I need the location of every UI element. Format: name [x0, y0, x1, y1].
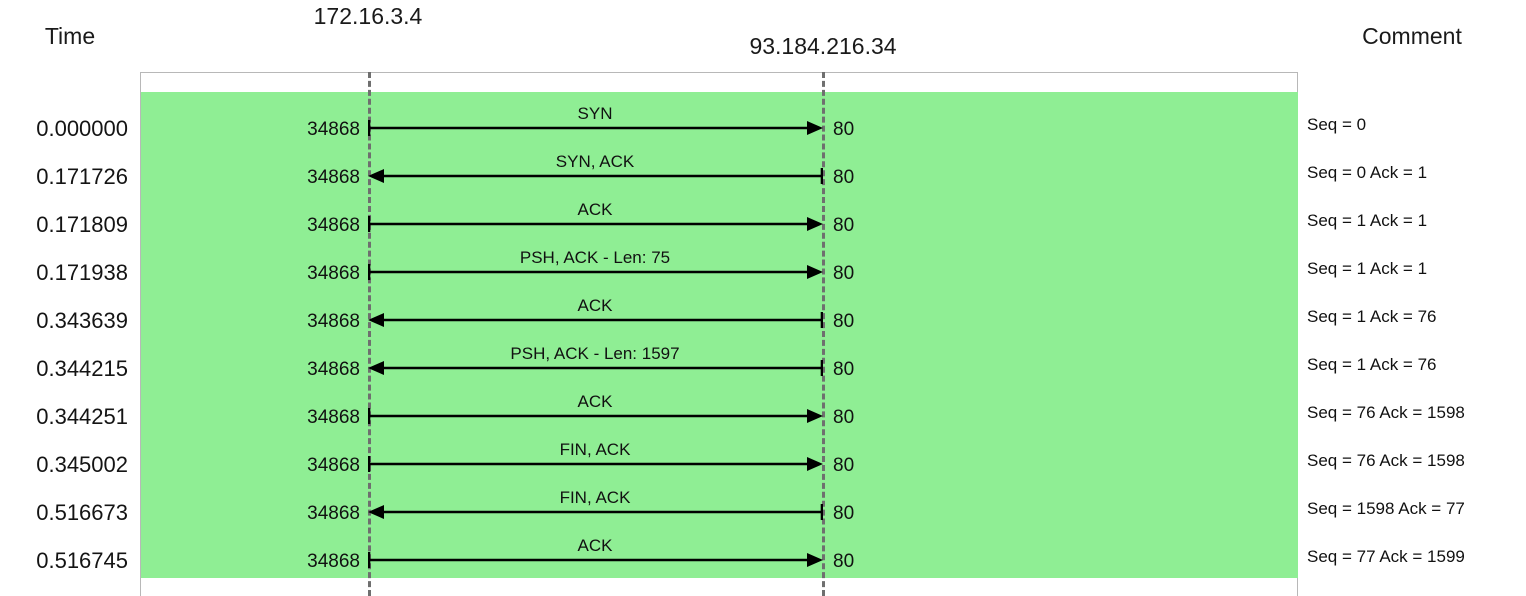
- packet-time: 0.343639: [36, 308, 128, 333]
- packet-flag-label: ACK: [577, 536, 613, 555]
- packet-comment: Seq = 76 Ack = 1598: [1307, 403, 1465, 422]
- packet-flag-label: SYN, ACK: [555, 152, 635, 171]
- packet-comment: Seq = 1598 Ack = 77: [1307, 499, 1465, 518]
- source-port-label: 34868: [307, 263, 360, 284]
- packet-arrow-leftward: [368, 310, 823, 330]
- packet-comment: Seq = 1 Ack = 1: [1307, 259, 1428, 278]
- packet-time: 0.516745: [36, 548, 128, 573]
- packet-flag-label: PSH, ACK - Len: 75: [519, 248, 671, 267]
- destination-port-label: 80: [833, 215, 855, 236]
- source-port-label: 34868: [307, 407, 360, 428]
- packet-time: 0.000000: [36, 116, 128, 141]
- packet-arrow-rightward: [368, 550, 823, 570]
- source-port-label: 34868: [307, 455, 360, 476]
- packet-flag-label: ACK: [577, 200, 613, 219]
- packet-arrow-leftward: [368, 502, 823, 522]
- source-port-label: 34868: [307, 359, 360, 380]
- destination-port-label: 80: [833, 119, 855, 140]
- column-header-node-b: 93.184.216.34: [749, 33, 897, 59]
- packet-flag-label: ACK: [577, 392, 613, 411]
- source-port-label: 34868: [307, 167, 360, 188]
- source-port-label: 34868: [307, 503, 360, 524]
- packet-flag-label: FIN, ACK: [559, 488, 631, 507]
- packet-time: 0.171726: [36, 164, 128, 189]
- table-row[interactable]: 0.344251 34868 80 ACK Seq = 76 Ack = 1598: [0, 392, 1526, 440]
- packet-flag-label: PSH, ACK - Len: 1597: [510, 344, 680, 363]
- table-row[interactable]: 0.171809 34868 80 ACK Seq = 1 Ack = 1: [0, 200, 1526, 248]
- packet-comment: Seq = 77 Ack = 1599: [1307, 547, 1465, 566]
- packet-time: 0.345002: [36, 452, 128, 477]
- selection-highlight-band: [141, 92, 1298, 578]
- destination-port-label: 80: [833, 551, 855, 572]
- packet-comment: Seq = 1 Ack = 76: [1307, 307, 1437, 326]
- destination-port-label: 80: [833, 503, 855, 524]
- column-header-node-a: 172.16.3.4: [313, 3, 423, 29]
- packet-arrow-rightward: [368, 454, 823, 474]
- packet-flag-label: SYN: [577, 104, 613, 123]
- packet-arrow-rightward: [368, 262, 823, 282]
- table-row[interactable]: 0.516673 34868 80 FIN, ACK Seq = 1598 Ack = …: [0, 488, 1526, 536]
- table-row[interactable]: 0.345002 34868 80 FIN, ACK Seq = 76 Ack = 15…: [0, 440, 1526, 488]
- source-port-label: 34868: [307, 551, 360, 572]
- source-port-label: 34868: [307, 215, 360, 236]
- packet-comment: Seq = 1 Ack = 76: [1307, 355, 1437, 374]
- packet-arrow-rightward: [368, 118, 823, 138]
- destination-port-label: 80: [833, 167, 855, 188]
- column-header-comment: Comment: [1362, 23, 1462, 49]
- packet-time: 0.344251: [36, 404, 128, 429]
- table-row[interactable]: 0.171938 34868 80 PSH, ACK - Len: 75 Seq = 1…: [0, 248, 1526, 296]
- packet-comment: Seq = 0 Ack = 1: [1307, 163, 1428, 182]
- table-row[interactable]: 0.000000 34868 80 SYN Seq = 0: [0, 104, 1526, 152]
- packet-comment: Seq = 1 Ack = 1: [1307, 211, 1428, 230]
- packet-arrow-leftward: [368, 358, 823, 378]
- packet-time: 0.516673: [36, 500, 128, 525]
- packet-arrow-rightward: [368, 406, 823, 426]
- table-row[interactable]: 0.171726 34868 80 SYN, ACK Seq = 0 Ack = 1: [0, 152, 1526, 200]
- packet-time: 0.171809: [36, 212, 128, 237]
- lifeline-node-a: [368, 72, 371, 596]
- packet-time: 0.171938: [36, 260, 128, 285]
- destination-port-label: 80: [833, 263, 855, 284]
- table-row[interactable]: 0.343639 34868 80 ACK Seq = 1 Ack = 76: [0, 296, 1526, 344]
- destination-port-label: 80: [833, 359, 855, 380]
- source-port-label: 34868: [307, 311, 360, 332]
- table-row[interactable]: 0.516745 34868 80 ACK Seq = 77 Ack = 1599: [0, 536, 1526, 584]
- column-header-time: Time: [44, 23, 96, 49]
- packet-arrow-leftward: [368, 166, 823, 186]
- packet-arrow-rightward: [368, 214, 823, 234]
- packet-comment: Seq = 0: [1307, 115, 1367, 134]
- source-port-label: 34868: [307, 119, 360, 140]
- destination-port-label: 80: [833, 311, 855, 332]
- packet-flag-label: FIN, ACK: [559, 440, 631, 459]
- destination-port-label: 80: [833, 455, 855, 476]
- packet-time: 0.344215: [36, 356, 128, 381]
- destination-port-label: 80: [833, 407, 855, 428]
- packet-flag-label: ACK: [577, 296, 613, 315]
- lifeline-node-b: [822, 72, 825, 596]
- packet-comment: Seq = 76 Ack = 1598: [1307, 451, 1465, 470]
